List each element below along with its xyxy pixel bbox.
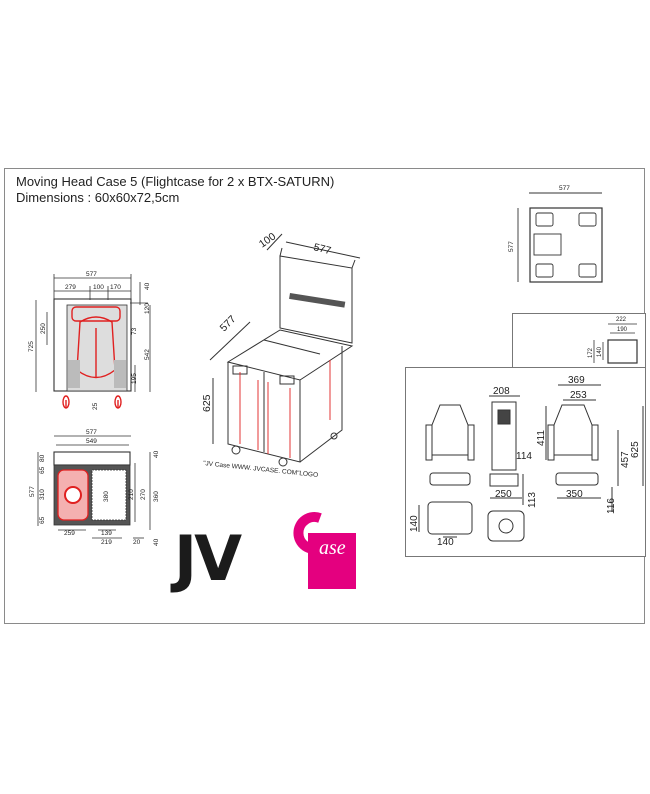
- dim-front-foam: 195: [131, 373, 138, 384]
- dim-front-width: 577: [86, 271, 97, 278]
- logo-jv-text: JV: [174, 522, 242, 595]
- jvcase-logo: JV ase: [174, 510, 384, 600]
- dim-bottom-depth: 577: [508, 241, 515, 252]
- dim-fixture-total-h: 625: [630, 441, 641, 458]
- dim-acc-inner-w: 190: [617, 327, 628, 333]
- dim-iso-lid-width: 577: [312, 241, 332, 257]
- fixture-panel: [405, 367, 646, 557]
- dim-top-edge: 20: [133, 539, 141, 546]
- dim-fixture-bottom-w: 140: [437, 537, 454, 548]
- dim-fixture-head-h: 411: [536, 430, 547, 446]
- dim-front-mid: 100: [93, 284, 104, 291]
- dim-top-depth: 577: [29, 486, 36, 497]
- dim-top-380: 380: [103, 491, 110, 502]
- dim-front-height: 725: [28, 341, 35, 352]
- product-dimensions: Dimensions : 60x60x72,5cm: [16, 190, 180, 205]
- dim-top-lower-foam: 65: [39, 516, 46, 524]
- dim-top-margin: 80: [39, 454, 46, 462]
- logo-case-text: ase: [319, 537, 346, 559]
- dim-fixture-base-h: 113: [527, 492, 538, 508]
- dim-fixture-side-w: 208: [493, 386, 510, 397]
- dim-fixture-yoke-h: 457: [620, 451, 631, 468]
- dim-acc-inner-h: 140: [597, 346, 603, 357]
- product-title: Moving Head Case 5 (Flightcase for 2 x B…: [16, 174, 335, 189]
- dim-front-inner-top: 250: [40, 323, 47, 334]
- logo-c-mark-icon: [293, 512, 356, 589]
- dim-fixture-base-front: 350: [566, 489, 583, 500]
- dim-acc-outer-w: 222: [616, 317, 627, 323]
- dim-fixture-base-w: 250: [495, 489, 512, 500]
- dim-fixture-base-front-h: 116: [606, 498, 617, 514]
- dim-front-cradle: 120: [144, 303, 151, 314]
- dim-top-upper-foam: 65: [39, 466, 46, 474]
- dim-top-right-bottom: 40: [153, 538, 160, 546]
- drawing-title-block: Moving Head Case 5 (Flightcase for 2 x B…: [16, 174, 334, 206]
- dim-top-inner-width: 549: [86, 438, 97, 445]
- dim-front-top-gap: 40: [144, 282, 151, 290]
- dim-front-right: 170: [110, 284, 121, 291]
- dim-front-inner-height: 542: [144, 349, 151, 360]
- dim-top-360: 360: [153, 491, 160, 502]
- dim-front-bottom: 25: [92, 402, 99, 410]
- dim-top-left-pocket: 259: [64, 530, 75, 537]
- dim-top-right-pocket: 219: [101, 539, 112, 546]
- dim-top-right-top: 40: [153, 450, 160, 458]
- dim-bottom-width: 577: [559, 185, 570, 192]
- dim-fixture-bottom-h: 140: [409, 515, 420, 532]
- dim-fixture-neck: 114: [516, 451, 532, 462]
- dim-iso-height: 625: [201, 394, 213, 412]
- dim-fixture-head-w: 253: [570, 390, 587, 401]
- dim-front-left: 279: [65, 284, 76, 291]
- dim-top-pocket: 310: [39, 489, 46, 500]
- dim-top-210: 210: [128, 489, 135, 500]
- dim-acc-outer-h: 172: [588, 347, 594, 358]
- dim-top-right-inner: 139: [101, 530, 112, 537]
- dim-fixture-front-w: 369: [568, 375, 585, 386]
- dim-top-width: 577: [86, 429, 97, 436]
- dim-front-offset: 73: [131, 327, 138, 335]
- dim-top-270: 270: [140, 489, 147, 500]
